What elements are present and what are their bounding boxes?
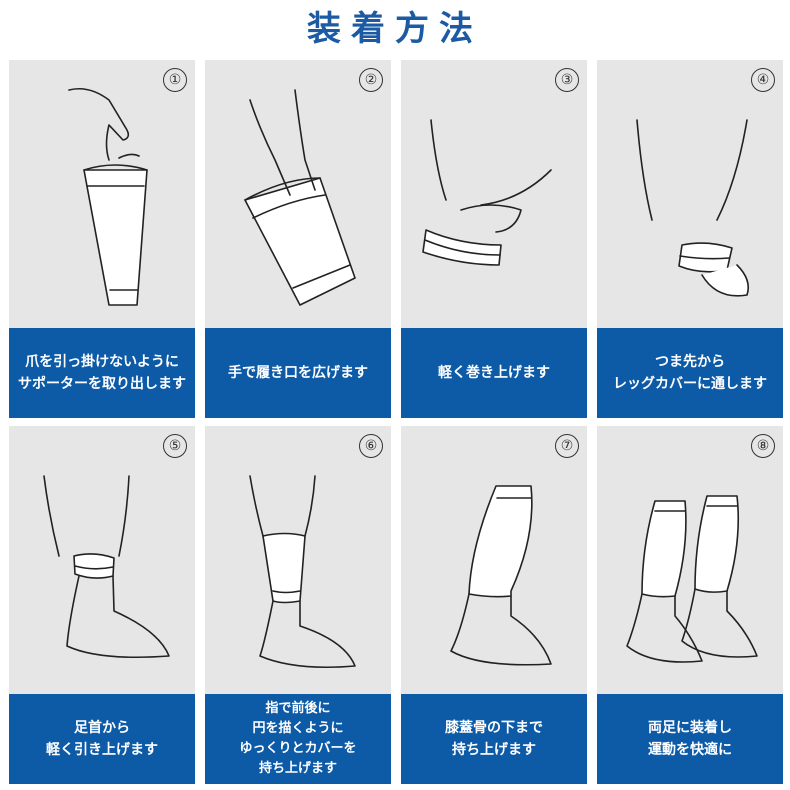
step-caption: 軽く巻き上げます (401, 328, 587, 418)
page-title: 装着方法 (307, 9, 483, 49)
caption-line: 持ち上げます (258, 761, 337, 776)
step-8-illustration (597, 426, 783, 694)
caption-line: 手で履き口を広げます (228, 365, 368, 381)
step-6-illustration (205, 426, 391, 694)
step-number: ⑤ (163, 434, 187, 458)
caption-line: 指で前後に (265, 701, 331, 716)
step-caption: 両足に装着し 運動を快適に (597, 694, 783, 784)
caption-line: 運動を快適に (648, 742, 732, 758)
caption-line: ゆっくりとカバーを (239, 741, 357, 756)
step-caption: 手で履き口を広げます (205, 328, 391, 418)
step-4-illustration (597, 60, 783, 328)
step-number: ③ (555, 68, 579, 92)
step-1-illustration (9, 60, 195, 328)
caption-line: 膝蓋骨の下まで (445, 720, 543, 736)
step-caption: 指で前後に 円を描くように ゆっくりとカバーを 持ち上げます (205, 694, 391, 784)
step-number: ① (163, 68, 187, 92)
step-3-illustration (401, 60, 587, 328)
step-card-4: ④ つま先から レッグカバーに通します (597, 60, 783, 418)
step-card-6: ⑥ 指で前後に 円を描くように ゆっくりとカバーを 持ち上げます (205, 426, 391, 784)
caption-line: 両足に装着し (648, 720, 732, 736)
caption-line: 軽く引き上げます (46, 742, 158, 758)
step-2-illustration (205, 60, 391, 328)
step-number: ② (359, 68, 383, 92)
instruction-grid: ① 爪を引っ掛けないように サポーターを取り出します ② 手で履き口を広げます (9, 60, 783, 786)
step-7-illustration (401, 426, 587, 694)
step-number: ⑦ (555, 434, 579, 458)
step-number: ⑧ (751, 434, 775, 458)
step-caption: 爪を引っ掛けないように サポーターを取り出します (9, 328, 195, 418)
step-card-1: ① 爪を引っ掛けないように サポーターを取り出します (9, 60, 195, 418)
step-number: ④ (751, 68, 775, 92)
caption-line: つま先から (655, 354, 725, 370)
step-card-3: ③ 軽く巻き上げます (401, 60, 587, 418)
step-card-2: ② 手で履き口を広げます (205, 60, 391, 418)
caption-line: レッグカバーに通します (613, 376, 767, 392)
caption-line: 円を描くように (252, 721, 344, 736)
step-card-7: ⑦ 膝蓋骨の下まで 持ち上げます (401, 426, 587, 784)
step-caption: 膝蓋骨の下まで 持ち上げます (401, 694, 587, 784)
caption-line: 軽く巻き上げます (438, 365, 550, 381)
caption-line: サポーターを取り出します (18, 376, 186, 392)
step-card-8: ⑧ 両足に装着し 運動を快適に (597, 426, 783, 784)
caption-line: 持ち上げます (452, 742, 536, 758)
step-caption: 足首から 軽く引き上げます (9, 694, 195, 784)
step-5-illustration (9, 426, 195, 694)
step-card-5: ⑤ 足首から 軽く引き上げます (9, 426, 195, 784)
caption-line: 爪を引っ掛けないように (25, 354, 179, 370)
step-caption: つま先から レッグカバーに通します (597, 328, 783, 418)
step-number: ⑥ (359, 434, 383, 458)
caption-line: 足首から (74, 720, 130, 736)
